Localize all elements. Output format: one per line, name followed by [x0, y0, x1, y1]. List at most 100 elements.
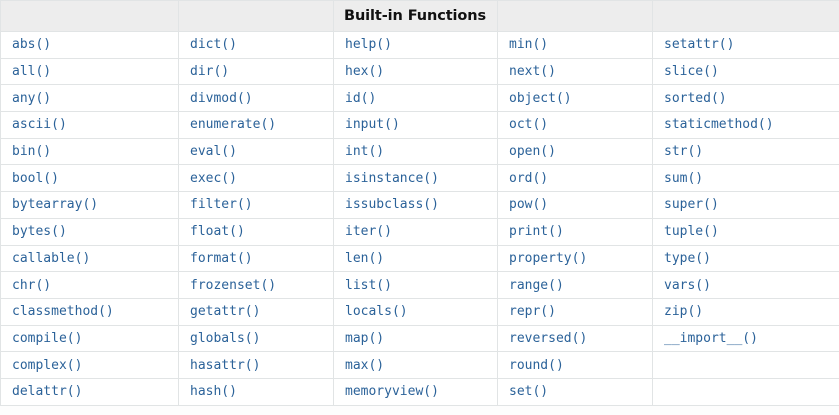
function-cell[interactable]: oct() [497, 111, 653, 139]
function-cell[interactable]: help() [333, 31, 498, 59]
function-cell[interactable]: repr() [497, 297, 653, 326]
function-link[interactable]: str() [664, 144, 704, 160]
function-cell[interactable]: eval() [178, 137, 334, 166]
function-cell[interactable]: super() [652, 191, 839, 219]
function-link[interactable]: issubclass() [345, 197, 439, 213]
function-link[interactable]: bin() [12, 144, 52, 160]
function-link[interactable]: slice() [664, 64, 719, 80]
function-cell[interactable]: isinstance() [333, 164, 498, 193]
function-cell[interactable]: id() [333, 84, 498, 113]
function-link[interactable]: round() [509, 357, 564, 373]
function-cell[interactable]: dict() [178, 31, 334, 59]
function-cell[interactable]: open() [497, 137, 653, 166]
function-cell[interactable]: pow() [497, 191, 653, 219]
function-cell[interactable]: bool() [0, 164, 179, 193]
function-cell[interactable]: dir() [178, 57, 334, 86]
function-link[interactable]: memoryview() [345, 384, 439, 400]
function-cell[interactable]: len() [333, 244, 498, 273]
function-link[interactable]: classmethod() [12, 304, 114, 320]
function-link[interactable]: hasattr() [190, 357, 261, 373]
function-link[interactable]: float() [190, 224, 245, 240]
function-cell[interactable]: complex() [0, 351, 179, 379]
function-cell[interactable]: locals() [333, 297, 498, 326]
function-link[interactable]: all() [12, 64, 52, 80]
function-link[interactable]: getattr() [190, 304, 261, 320]
function-link[interactable]: staticmethod() [664, 117, 774, 133]
function-link[interactable]: input() [345, 117, 400, 133]
function-link[interactable]: zip() [664, 304, 704, 320]
function-cell[interactable]: type() [652, 244, 839, 273]
function-link[interactable]: property() [509, 250, 588, 266]
function-cell[interactable]: hash() [178, 377, 334, 406]
function-link[interactable]: enumerate() [190, 117, 277, 133]
function-link[interactable]: iter() [345, 224, 392, 240]
function-cell[interactable]: globals() [178, 324, 334, 353]
function-link[interactable]: type() [664, 250, 711, 266]
function-cell[interactable]: list() [333, 271, 498, 299]
function-cell[interactable]: chr() [0, 271, 179, 299]
function-cell[interactable]: exec() [178, 164, 334, 193]
function-cell[interactable]: setattr() [652, 31, 839, 59]
function-link[interactable]: id() [345, 90, 377, 106]
function-cell[interactable]: classmethod() [0, 297, 179, 326]
function-cell[interactable]: int() [333, 137, 498, 166]
function-link[interactable]: super() [664, 197, 719, 213]
function-cell[interactable]: __import__() [652, 324, 839, 353]
function-link[interactable]: len() [345, 250, 385, 266]
function-link[interactable]: hex() [345, 64, 385, 80]
function-cell[interactable]: max() [333, 351, 498, 379]
function-link[interactable]: complex() [12, 357, 83, 373]
function-cell[interactable]: next() [497, 57, 653, 86]
function-cell[interactable]: iter() [333, 217, 498, 246]
function-cell[interactable]: enumerate() [178, 111, 334, 139]
function-link[interactable]: frozenset() [190, 277, 277, 293]
function-cell[interactable]: slice() [652, 57, 839, 86]
function-cell[interactable]: round() [497, 351, 653, 379]
function-cell[interactable]: input() [333, 111, 498, 139]
function-link[interactable]: abs() [12, 37, 52, 53]
function-link[interactable]: isinstance() [345, 170, 439, 186]
function-link[interactable]: list() [345, 277, 392, 293]
function-cell[interactable]: min() [497, 31, 653, 59]
function-link[interactable]: format() [190, 250, 253, 266]
function-link[interactable]: reversed() [509, 330, 588, 346]
function-link[interactable]: any() [12, 90, 52, 106]
function-cell[interactable]: ascii() [0, 111, 179, 139]
function-cell[interactable]: format() [178, 244, 334, 273]
function-cell[interactable]: ord() [497, 164, 653, 193]
function-link[interactable]: ascii() [12, 117, 67, 133]
function-link[interactable]: max() [345, 357, 385, 373]
function-cell[interactable]: bytes() [0, 217, 179, 246]
function-link[interactable]: hash() [190, 384, 237, 400]
function-cell[interactable]: str() [652, 137, 839, 166]
function-link[interactable]: vars() [664, 277, 711, 293]
function-cell[interactable]: getattr() [178, 297, 334, 326]
function-link[interactable]: bool() [12, 170, 59, 186]
function-cell[interactable]: memoryview() [333, 377, 498, 406]
function-link[interactable]: dict() [190, 37, 237, 53]
function-cell[interactable]: range() [497, 271, 653, 299]
function-cell[interactable]: object() [497, 84, 653, 113]
function-link[interactable]: delattr() [12, 384, 83, 400]
function-link[interactable]: next() [509, 64, 556, 80]
function-cell[interactable]: issubclass() [333, 191, 498, 219]
function-link[interactable]: open() [509, 144, 556, 160]
function-link[interactable]: callable() [12, 250, 91, 266]
function-link[interactable]: sum() [664, 170, 704, 186]
function-cell[interactable]: delattr() [0, 377, 179, 406]
function-link[interactable]: exec() [190, 170, 237, 186]
function-cell[interactable]: float() [178, 217, 334, 246]
function-cell[interactable]: callable() [0, 244, 179, 273]
function-cell[interactable]: bytearray() [0, 191, 179, 219]
function-link[interactable]: bytes() [12, 224, 67, 240]
function-cell[interactable]: set() [497, 377, 653, 406]
function-cell[interactable]: hex() [333, 57, 498, 86]
function-cell[interactable]: reversed() [497, 324, 653, 353]
function-link[interactable]: setattr() [664, 37, 735, 53]
function-cell[interactable]: sorted() [652, 84, 839, 113]
function-link[interactable]: map() [345, 330, 385, 346]
function-cell[interactable]: vars() [652, 271, 839, 299]
function-link[interactable]: chr() [12, 277, 52, 293]
function-link[interactable]: help() [345, 37, 392, 53]
function-cell[interactable]: compile() [0, 324, 179, 353]
